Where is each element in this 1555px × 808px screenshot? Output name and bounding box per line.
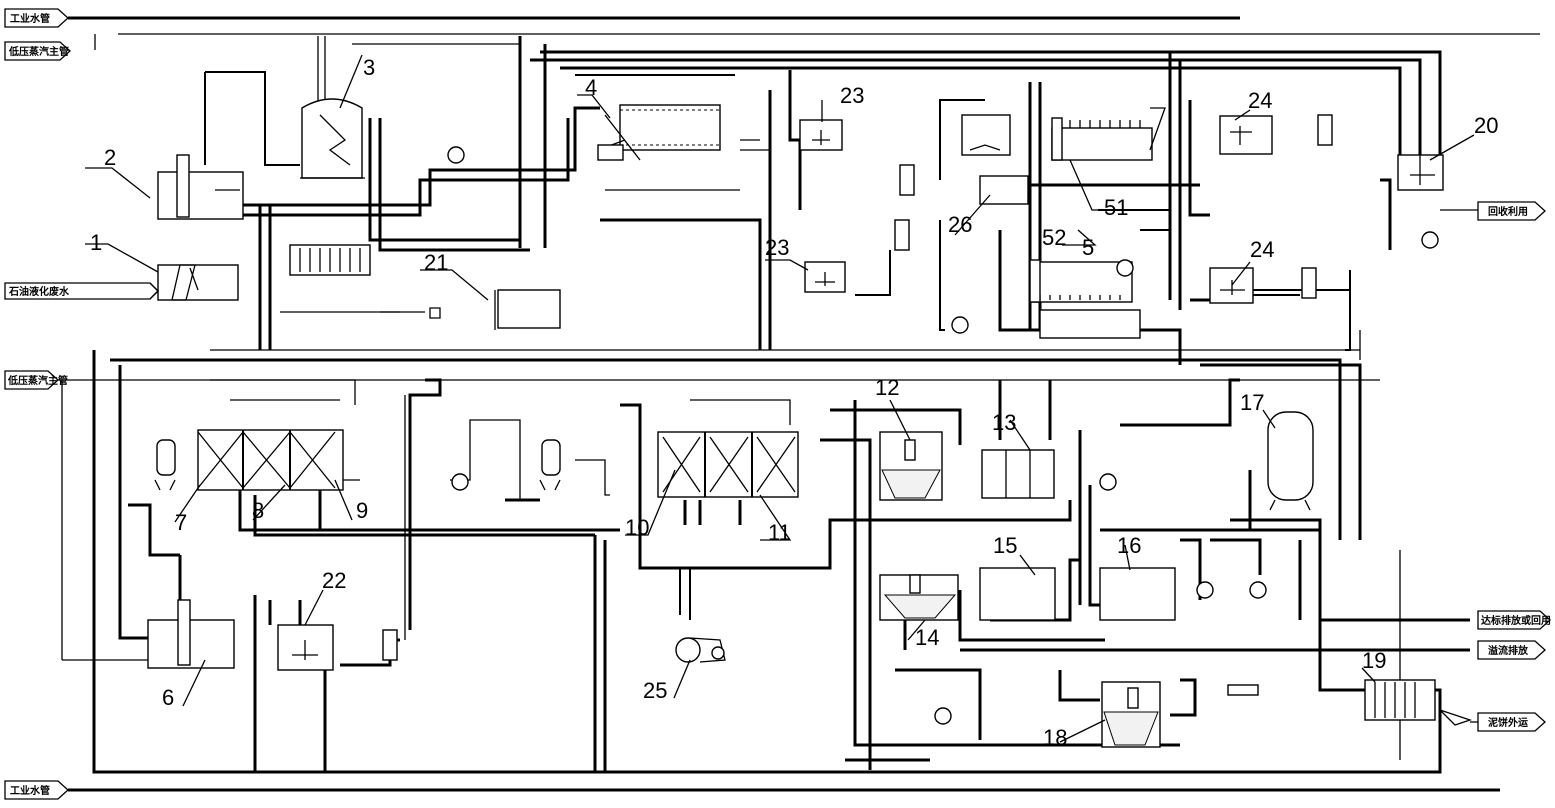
label-22: 22 — [322, 568, 346, 593]
equipment-25-blower — [675, 637, 726, 663]
upper-pipe-network — [204, 36, 1442, 365]
label-10: 10 — [625, 515, 649, 540]
label-24-bottom: 24 — [1250, 237, 1274, 262]
label-21: 21 — [424, 250, 448, 275]
equipment-13-tank — [981, 449, 1055, 499]
label-7: 7 — [175, 510, 187, 535]
svg-text:工业水管: 工业水管 — [10, 784, 50, 797]
lower-pipe-network — [92, 330, 1470, 774]
leader-lines — [85, 54, 1475, 743]
label-20: 20 — [1474, 113, 1498, 138]
equipment-filter-left — [154, 439, 176, 491]
equipment-dosing-top — [961, 114, 1011, 156]
svg-text:石油液化废水: 石油液化废水 — [8, 285, 70, 298]
equipment-7-8-9-reactor-bank — [197, 429, 344, 491]
equipment-2-tank — [157, 154, 244, 220]
label-24-top: 24 — [1248, 88, 1272, 113]
label-12: 12 — [875, 375, 899, 400]
equipment-22-tank — [277, 624, 334, 671]
equipment-5-filter-press — [1029, 259, 1141, 339]
svg-text:溢流排放: 溢流排放 — [1488, 644, 1529, 657]
equipment-1-grid-tank — [157, 264, 239, 301]
equipment-23a — [799, 119, 843, 151]
equipment-10-11-reactor-bank — [657, 431, 799, 498]
label-1: 1 — [90, 230, 102, 255]
equipment-19-filter-press — [1364, 679, 1473, 726]
equipment-heat-exchanger — [289, 244, 371, 276]
label-11: 11 — [768, 520, 791, 545]
pumps-lower — [382, 473, 1267, 725]
terminal-wastewater-in: 石油液化废水 — [4, 282, 159, 300]
equipment-20-tank — [1397, 140, 1444, 191]
equipment-labels: 1 2 3 4 5 6 7 8 9 10 11 12 13 14 15 16 1… — [90, 55, 1498, 750]
equipment-21-tank — [497, 289, 561, 329]
terminal-sludge-out: 泥饼外运 — [1470, 712, 1546, 732]
terminal-recycle-out: 回收利用 — [1440, 201, 1546, 221]
equipment-12-settler — [879, 431, 943, 501]
label-23-bottom: 23 — [765, 235, 789, 260]
label-6: 6 — [162, 685, 174, 710]
label-14: 14 — [915, 625, 939, 650]
label-25: 25 — [643, 678, 667, 703]
equipment-24a — [1219, 115, 1273, 155]
label-4: 4 — [585, 75, 597, 100]
label-16: 16 — [1117, 533, 1141, 558]
equipment-15-tank — [979, 567, 1056, 621]
terminal-overflow: 溢流排放 — [1477, 640, 1546, 660]
terminal-discharge-reuse: 达标排放或回用 — [1477, 610, 1551, 630]
label-9: 9 — [356, 498, 368, 523]
label-26: 26 — [948, 212, 972, 237]
label-15: 15 — [993, 533, 1017, 558]
svg-text:低压蒸汽主管: 低压蒸汽主管 — [8, 45, 69, 58]
equipment-18-settler — [1101, 681, 1161, 748]
label-5: 5 — [1082, 235, 1094, 260]
svg-text:达标排放或回用: 达标排放或回用 — [1481, 614, 1551, 627]
equipment-26-tank — [979, 175, 1029, 205]
equipment-23b — [804, 261, 846, 293]
equipment-4-evaporator — [575, 74, 740, 191]
label-19: 19 — [1362, 648, 1386, 673]
equipment-24b — [1209, 267, 1254, 304]
label-17: 17 — [1240, 390, 1264, 415]
equipment-6-tank — [147, 599, 235, 669]
label-8: 8 — [252, 498, 264, 523]
label-13: 13 — [992, 410, 1016, 435]
terminal-steam-mid: 低压蒸汽主管 — [4, 370, 68, 390]
steam-header-top — [94, 33, 1540, 50]
pumps-upper — [380, 114, 1439, 334]
svg-text:泥饼外运: 泥饼外运 — [1488, 716, 1528, 729]
label-18: 18 — [1043, 725, 1067, 750]
svg-text:回收利用: 回收利用 — [1488, 205, 1528, 218]
equipment-17-tank — [1099, 567, 1176, 621]
equipment-51-filter-press — [1051, 107, 1166, 161]
label-2: 2 — [104, 145, 116, 170]
equipment-16-vessel — [1267, 411, 1314, 511]
terminal-water-top: 工业水管 — [4, 8, 69, 28]
label-3: 3 — [363, 55, 375, 80]
terminal-steam-top: 低压蒸汽主管 — [4, 41, 71, 61]
label-23-top: 23 — [840, 83, 864, 108]
label-51: 51 — [1104, 195, 1128, 220]
svg-text:低压蒸汽主管: 低压蒸汽主管 — [7, 374, 68, 387]
label-52: 52 — [1042, 225, 1066, 250]
equipment-3-reactor — [300, 98, 365, 179]
terminal-water-bottom: 工业水管 — [4, 780, 69, 800]
equipment-14-settler — [879, 574, 959, 621]
equipment-filter-mid — [539, 439, 561, 491]
svg-text:工业水管: 工业水管 — [10, 12, 50, 25]
